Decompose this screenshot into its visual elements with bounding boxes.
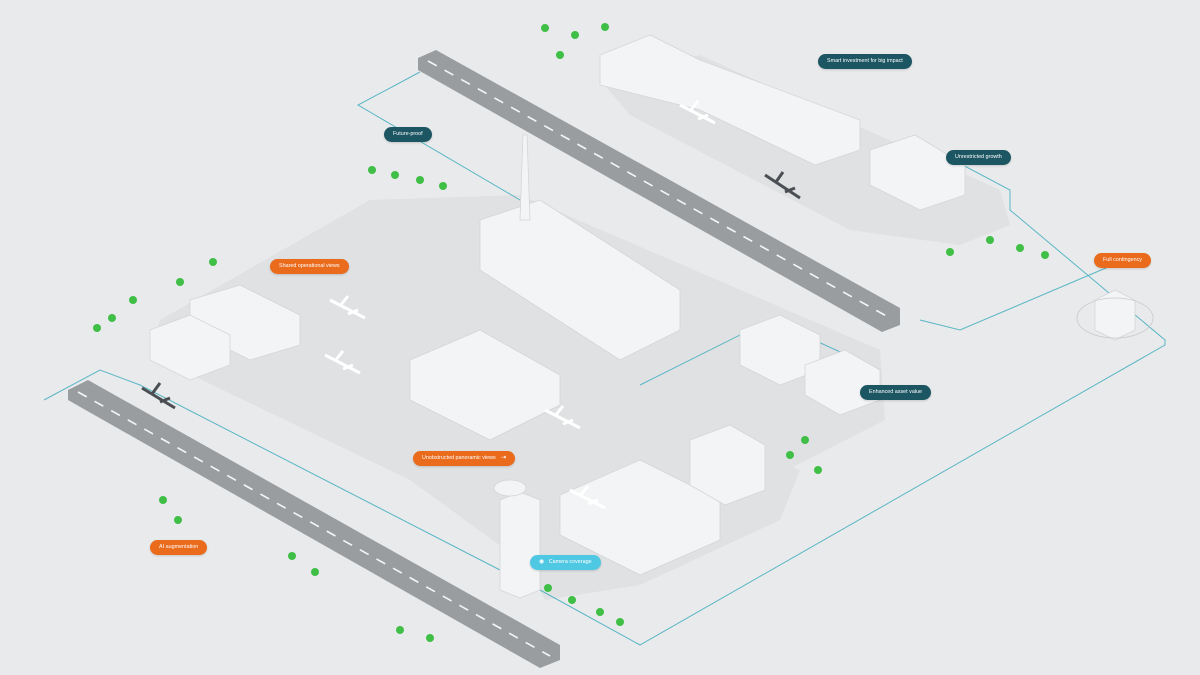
tree — [396, 626, 404, 634]
tree — [391, 171, 399, 179]
exit-arrow-icon: ⇥ — [501, 455, 507, 461]
runways — [68, 50, 900, 668]
tree — [368, 166, 376, 174]
aircraft-west-runway — [141, 382, 176, 410]
concourse-middle — [409, 329, 561, 441]
control-tower-cab — [493, 479, 527, 497]
tree — [1041, 251, 1049, 259]
route-lines — [43, 71, 1166, 646]
tree — [93, 324, 101, 332]
tree — [209, 258, 217, 266]
camera-icon: ◉ — [539, 559, 545, 565]
aircraft-central-3 — [544, 405, 581, 430]
tree — [571, 31, 579, 39]
hangar-east-2 — [804, 349, 881, 416]
route-contingency — [919, 261, 1121, 331]
tree — [288, 552, 296, 560]
hangar-west — [149, 314, 231, 381]
tree — [568, 596, 576, 604]
tree — [616, 618, 624, 626]
tree — [108, 314, 116, 322]
label-unrestricted-growth-text: Unrestricted growth — [955, 154, 1002, 160]
tree — [159, 496, 167, 504]
tree — [986, 236, 994, 244]
tree — [416, 176, 424, 184]
label-enhanced-asset-value-text: Enhanced asset value — [869, 389, 923, 395]
control-tower-base — [499, 491, 541, 599]
trees — [93, 23, 1049, 642]
label-smart-investment-text: Smart investment for big impact — [827, 58, 903, 64]
label-ai-augmentation-text: AI augmentation — [159, 544, 199, 550]
terminal-north-east — [869, 134, 966, 211]
route-north — [356, 71, 521, 201]
label-enhanced-asset-value[interactable]: Enhanced asset value — [860, 385, 932, 400]
aircraft-central-2 — [324, 350, 361, 375]
label-ai-augmentation[interactable]: AI augmentation — [150, 540, 208, 555]
label-unobstructed-panoramic-views[interactable]: Unobstructed panoramic views ⇥ — [413, 451, 516, 466]
aircraft-south-apron — [569, 485, 606, 510]
aircraft-north-runway — [764, 171, 801, 200]
runway-south-centerline — [77, 391, 551, 657]
tree — [544, 584, 552, 592]
tree — [426, 634, 434, 642]
tree — [601, 23, 609, 31]
label-shared-operational-views-text: Shared operational views — [279, 263, 340, 269]
route-east — [539, 144, 1166, 646]
route-west — [43, 369, 501, 571]
mast-central — [519, 134, 531, 221]
tree — [541, 24, 549, 32]
tree — [596, 608, 604, 616]
tree — [174, 516, 182, 524]
label-future-proof[interactable]: Future-proof — [384, 127, 432, 142]
tree — [556, 51, 564, 59]
aircraft-north-apron — [679, 100, 716, 125]
contingency-tower-pad — [1076, 297, 1154, 339]
label-unobstructed-panoramic-views-text: Unobstructed panoramic views — [422, 455, 496, 461]
aircraft — [141, 100, 801, 510]
label-full-contingency-text: Full contingency — [1103, 257, 1142, 263]
tree — [129, 296, 137, 304]
tree — [801, 436, 809, 444]
tree — [439, 182, 447, 190]
tree — [311, 568, 319, 576]
terminal-north — [599, 34, 861, 166]
runway-north-centerline — [427, 60, 891, 319]
label-unrestricted-growth[interactable]: Unrestricted growth — [946, 150, 1011, 165]
label-smart-investment[interactable]: Smart investment for big impact — [818, 54, 912, 69]
tree — [786, 451, 794, 459]
aircraft-central-1 — [329, 295, 366, 320]
label-camera-coverage[interactable]: ◉ Camera coverage — [530, 555, 601, 570]
tree — [946, 248, 954, 256]
label-camera-coverage-text: Camera coverage — [548, 559, 592, 565]
contingency-tower — [1094, 289, 1136, 341]
buildings — [149, 34, 1154, 599]
terminal-central — [479, 199, 681, 361]
label-future-proof-text: Future-proof — [393, 131, 423, 137]
tree — [176, 278, 184, 286]
terminal-south-tower-block — [689, 424, 766, 506]
label-full-contingency[interactable]: Full contingency — [1094, 253, 1151, 268]
label-shared-operational-views[interactable]: Shared operational views — [270, 259, 349, 274]
terminal-south — [559, 459, 721, 576]
tree — [814, 466, 822, 474]
tree — [1016, 244, 1024, 252]
runway-north — [418, 50, 900, 332]
